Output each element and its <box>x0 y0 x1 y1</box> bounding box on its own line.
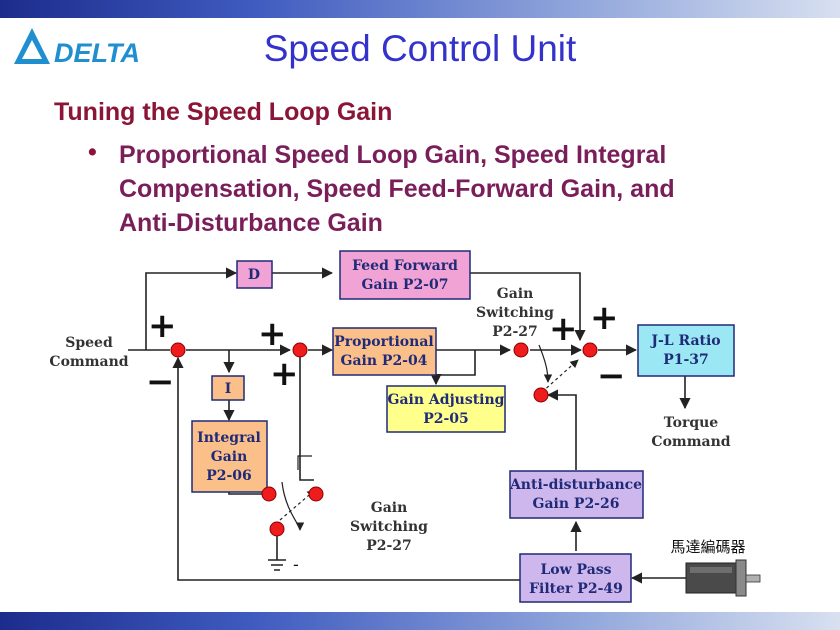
svg-text:Low Pass: Low Pass <box>540 562 611 578</box>
section-heading: Tuning the Speed Loop Gain <box>54 98 393 126</box>
plus-sign: + <box>148 306 177 346</box>
plus-sign: + <box>549 309 578 349</box>
motor-encoder-icon <box>685 559 761 597</box>
top-gradient-bar <box>0 0 840 18</box>
svg-text:Anti-disturbance: Anti-disturbance <box>509 477 642 493</box>
bullet-line: Proportional Speed Loop Gain, Speed Inte… <box>119 141 667 169</box>
speed-command-label: Speed Command <box>49 335 128 370</box>
svg-text:Speed: Speed <box>65 335 113 351</box>
bullet-line: Compensation, Speed Feed-Forward Gain, a… <box>119 175 675 203</box>
svg-text:Gain Adjusting: Gain Adjusting <box>388 392 505 408</box>
page-title: Speed Control Unit <box>263 28 577 69</box>
switch-node-adjust <box>533 387 549 403</box>
sum-node-output <box>582 342 598 358</box>
gain-adjusting-block: Gain Adjusting P2-05 <box>386 385 506 433</box>
low-pass-filter-block: Low Pass Filter P2-49 <box>519 553 632 603</box>
svg-text:Command: Command <box>49 354 128 370</box>
svg-text:P2-06: P2-06 <box>206 468 252 484</box>
svg-text:P2-05: P2-05 <box>423 411 469 427</box>
plus-sign: + <box>258 314 287 354</box>
sum-node-integral <box>292 342 308 358</box>
delta-logo: DELTA <box>14 28 140 68</box>
svg-text:P1-37: P1-37 <box>663 352 709 368</box>
svg-text:Gain P2-26: Gain P2-26 <box>533 496 620 512</box>
svg-text:J-L Ratio: J-L Ratio <box>649 333 720 349</box>
plus-sign: + <box>590 298 619 338</box>
logo-text: DELTA <box>54 38 140 68</box>
proportional-gain-block: Proportional Gain P2-04 <box>332 327 437 376</box>
bullet-symbol: • <box>88 138 97 166</box>
jl-ratio-block: J-L Ratio P1-37 <box>637 324 735 377</box>
svg-text:Gain: Gain <box>497 286 534 302</box>
switch-node-ground <box>269 521 285 537</box>
svg-text:P2-27: P2-27 <box>492 324 538 340</box>
switch-node-bypass <box>308 486 324 502</box>
svg-text:Command: Command <box>651 434 730 450</box>
integral-gain-block: Integral Gain P2-06 <box>191 420 268 493</box>
i-block: I <box>211 375 245 401</box>
svg-text:Gain P2-04: Gain P2-04 <box>341 353 428 369</box>
torque-command-label: Torque Command <box>651 415 730 450</box>
signal-lines <box>128 267 691 584</box>
junction-nodes <box>170 342 598 537</box>
gain-switching-label-bottom: Gain Switching P2-27 <box>350 500 428 554</box>
svg-text:P2-27: P2-27 <box>366 538 412 554</box>
bullet-line: Anti-Disturbance Gain <box>119 209 383 237</box>
svg-text:I: I <box>225 381 232 397</box>
svg-text:Gain: Gain <box>371 500 408 516</box>
gain-switching-label-top: Gain Switching P2-27 <box>476 286 554 340</box>
svg-text:Gain P2-07: Gain P2-07 <box>362 277 449 293</box>
minus-sign: − <box>146 362 175 402</box>
bottom-gradient-bar <box>0 612 840 630</box>
svg-text:Gain: Gain <box>211 449 248 465</box>
switch-node-top <box>513 342 529 358</box>
feed-forward-gain-block: Feed Forward Gain P2-07 <box>339 250 471 300</box>
encoder-label: 馬達編碼器 <box>670 538 745 556</box>
anti-disturbance-gain-block: Anti-disturbance Gain P2-26 <box>509 470 644 519</box>
bullet-text: Proportional Speed Loop Gain, Speed Inte… <box>119 138 779 240</box>
svg-text:Switching: Switching <box>476 305 554 321</box>
svg-text:Torque: Torque <box>664 415 718 431</box>
ground-minus: - <box>293 555 299 574</box>
svg-text:Integral: Integral <box>197 430 261 446</box>
svg-text:Filter P2-49: Filter P2-49 <box>529 581 623 597</box>
plus-sign: + <box>270 354 299 394</box>
svg-text:D: D <box>248 267 260 283</box>
sign-marks: + − + + + + − - <box>146 298 626 574</box>
minus-sign: − <box>597 356 626 396</box>
svg-text:Switching: Switching <box>350 519 428 535</box>
d-block: D <box>236 260 273 289</box>
svg-text:Feed Forward: Feed Forward <box>352 258 458 274</box>
sum-node-input <box>170 342 186 358</box>
svg-text:Proportional: Proportional <box>334 334 433 350</box>
switch-node-integral <box>261 486 277 502</box>
